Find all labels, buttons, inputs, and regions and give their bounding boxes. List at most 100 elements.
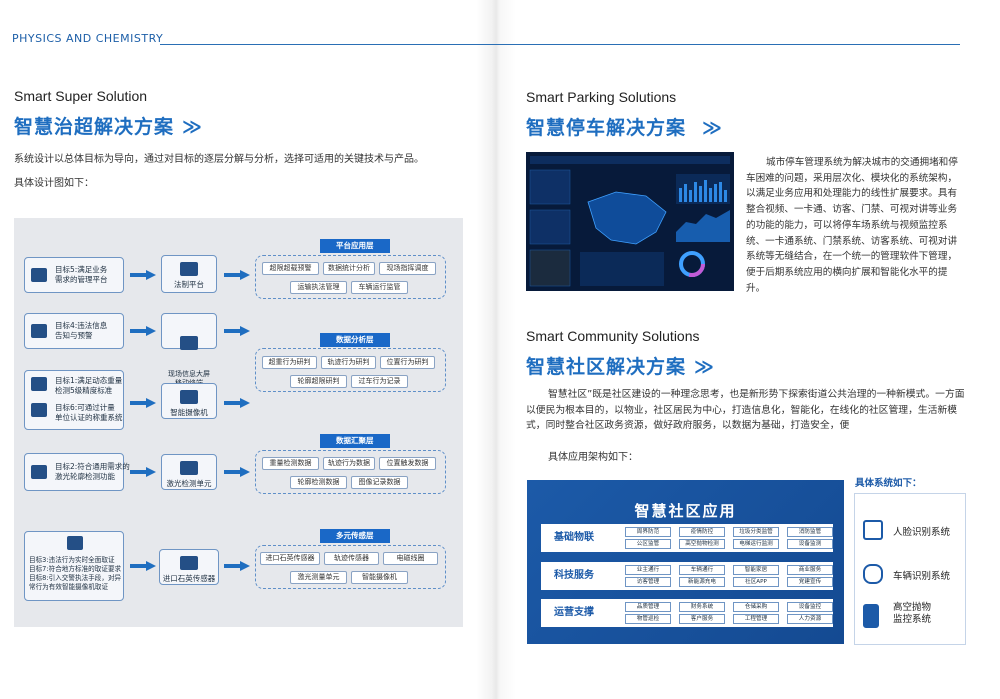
flow-arrow [224,326,250,336]
chip: 运输执法管理 [290,281,347,294]
chip: 数据统计分析 [323,262,375,275]
chip: 超限超载预警 [262,262,319,275]
chip: 进口石英传感器 [260,552,320,565]
middle-label: 法制平台 [174,280,204,289]
goal-text: 目标3:违法行为实时全面取证 目标7:符合地方标准的取证要求 目标8:引入交警执… [29,556,122,591]
flow-arrow [224,270,250,280]
chart-icon [31,465,47,479]
legal-platform-box: 法制平台 [161,255,217,293]
car-recognition-icon [863,564,883,584]
cell: 车辆通行 [679,565,725,575]
flow-arrow [130,270,156,280]
systems-title: 具体系统如下： [855,478,922,489]
cell: 周界防范 [625,527,671,537]
dashboard-illustration [526,152,734,291]
system-label: 车辆识别系统 [893,571,951,582]
cell: 工程管理 [733,614,779,624]
cell: 物管巡检 [625,614,671,624]
cell: 客户服务 [679,614,725,624]
chip: 轨迹行为研判 [321,356,376,369]
smart-super-intro: 系统设计以总体目标为导向，通过对目标的逐层分解与分析，选择可适用的关键技术与产品… [14,154,424,165]
smart-super-cn-title-text: 智慧治超解决方案 [14,116,175,138]
warning-icon [67,536,83,550]
smart-camera-box: 智能摄像机 [161,383,217,419]
cell: 设备监控 [787,602,833,612]
laser-icon [180,461,198,475]
layer-sensing: 多元传感层 [320,529,390,543]
page-gutter [476,0,516,699]
goal-text: 目标2:符合通用需求的 激光轮廓检测功能 [55,462,130,481]
chevron-icon: ≫ [694,356,715,378]
community-app-title: 智慧社区应用 [634,502,737,520]
chip: 现场指挥调度 [379,262,436,275]
chip: 超重行为研判 [262,356,317,369]
community-arch-caption: 具体应用架构如下： [548,452,638,463]
cell: 仓储采购 [733,602,779,612]
chip: 激光测量单元 [290,571,347,584]
system-label: 高空抛物 监控系统 [893,602,932,625]
smart-super-cn-title: 智慧治超解决方案≫ [14,112,203,139]
cell: 高空抛物检测 [679,539,725,549]
systems-card: 人脸识别系统 车辆识别系统 高空抛物 监控系统 [854,493,966,645]
diagram-caption: 具体设计图如下： [14,178,94,189]
parking-cn-title-text: 智慧停车解决方案 [526,117,687,139]
sensing-chip-group [255,545,446,589]
goal-box-5: 目标5:满足业务 需求的管理平台 [24,257,124,293]
cell: 疫情防控 [679,527,725,537]
chip: 轮廓检测数据 [290,476,347,489]
gavel-icon [180,262,198,276]
laser-unit-box: 激光检测单元 [161,454,217,490]
goal-text: 目标5:满足业务 需求的管理平台 [55,265,108,284]
community-cn-title-text: 智慧社区解决方案 [526,356,687,378]
cell: 设备监测 [787,539,833,549]
flow-arrow [130,467,156,477]
parking-description: 城市停车管理系统为解决城市的交通拥堵和停车困难的问题，采用层次化、模块化的系统架… [746,157,958,294]
row-label: 基础物联 [554,532,594,543]
layer-aggregation: 数据汇聚层 [320,434,390,448]
cell: 商业服务 [787,565,833,575]
chip: 位置触发数据 [379,457,436,470]
goal-text: 目标6:可通过计量 单位认证的称重系统 [55,403,123,422]
analysis-chip-group [255,348,446,392]
face-recognition-icon [863,520,883,540]
parking-dashboard-image [526,152,734,291]
community-description: 智慧社区”既是社区建设的一种理念思考，也是新形势下探索街道公共治理的一种新模式。… [526,389,965,432]
sensor-icon [180,556,198,570]
cell: 访客管理 [625,577,671,587]
flow-arrow [224,561,250,571]
quartz-sensor-box: 进口石英传感器 [159,549,219,585]
cell: 智能家居 [733,565,779,575]
cell: 垃圾分类监管 [733,527,779,537]
screen-icon [180,336,198,350]
parking-cn-title: 智慧停车解决方案 ≫ [526,113,723,140]
aggregation-chip-group [255,450,446,494]
flow-arrow [224,467,250,477]
goal-box-4: 目标4:违法信息 告知与预警 [24,313,124,349]
chip: 智能摄像机 [351,571,408,584]
goal-box-2: 目标2:符合通用需求的 激光轮廓检测功能 [24,453,130,491]
chip: 轮廓超限研判 [290,375,347,388]
community-en-title: Smart Community Solutions [526,328,700,344]
community-architecture-diagram: 智慧社区应用 基础物联 周界防范 疫情防控 垃圾分类监管 消防监管 公区监管 高… [527,480,844,644]
row-basic-iot: 基础物联 周界防范 疫情防控 垃圾分类监管 消防监管 公区监管 高空抛物检测 电… [541,524,833,552]
chevron-icon: ≫ [702,117,723,139]
super-solution-diagram: 平台应用层 数据分析层 数据汇聚层 多元传感层 目标5:满足业务 需求的管理平台… [14,218,463,627]
community-cn-title: 智慧社区解决方案 ≫ [526,352,715,379]
chip: 电磁线圈 [383,552,438,565]
row-label: 科技服务 [554,570,594,581]
cell: 消防监管 [787,527,833,537]
middle-label: 智能摄像机 [170,408,208,417]
middle-label: 进口石英传感器 [162,574,216,583]
cell: 党建宣传 [787,577,833,587]
cell: 人力资源 [787,614,833,624]
alarm-icon [31,324,47,338]
gauge-icon [31,377,47,391]
row-operation-support: 运营支撑 品质管理 财务系统 仓储采购 设备监控 物管巡检 客户服务 工程管理 … [541,599,833,627]
cell: 社区APP [733,577,779,587]
cell: 财务系统 [679,602,725,612]
row-label: 运营支撑 [554,607,594,618]
flow-arrow [130,398,156,408]
cell: 公区监管 [625,539,671,549]
cell: 品质管理 [625,602,671,612]
system-label: 人脸识别系统 [893,527,951,538]
